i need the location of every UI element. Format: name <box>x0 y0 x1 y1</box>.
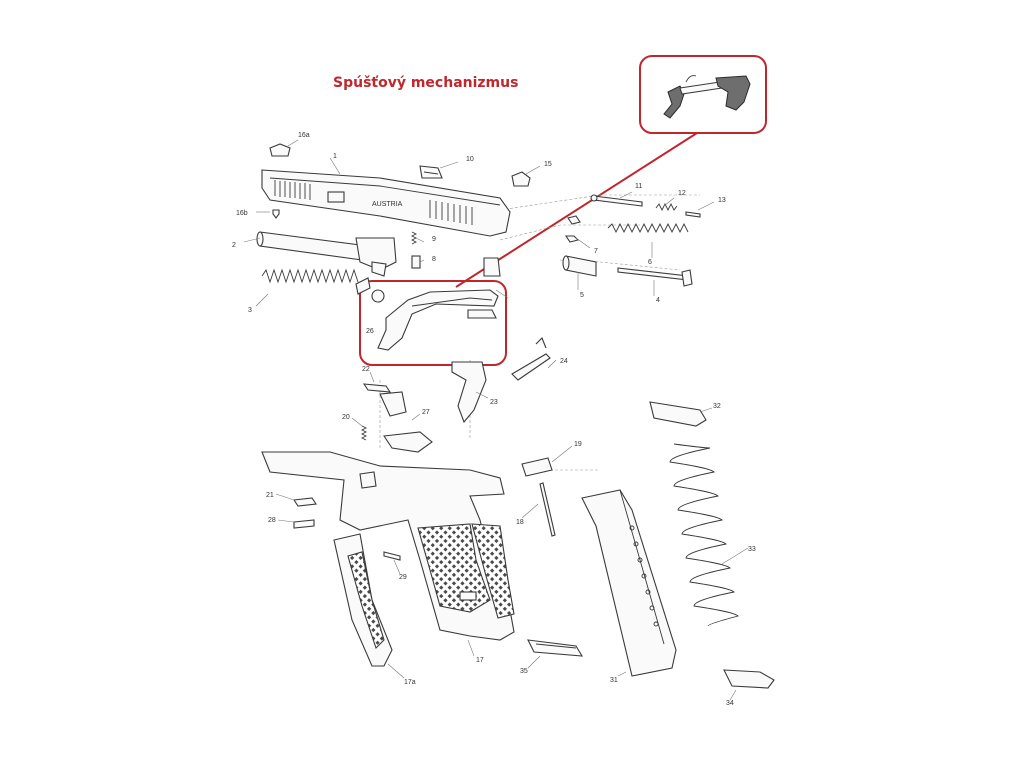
callout-6: 6 <box>648 259 652 266</box>
callout-16a: 16a <box>298 132 310 139</box>
part-23-trigger-housing <box>451 361 487 424</box>
callout-29: 29 <box>399 574 407 581</box>
part-22-slide-lock <box>362 383 392 393</box>
callout-26: 26 <box>366 328 374 335</box>
part-34-insert <box>723 669 775 689</box>
slide-engraving: AUSTRIA <box>372 201 403 208</box>
callout-13: 13 <box>718 197 726 204</box>
part-8-spacer <box>411 255 421 269</box>
part-5-spring-tube <box>562 255 597 277</box>
callout-7: 7 <box>594 248 598 255</box>
part-19-mag-catch <box>521 457 553 477</box>
callout-33: 33 <box>748 546 756 553</box>
callout-31: 31 <box>610 677 618 684</box>
trigger-mechanism-inset <box>639 55 767 134</box>
part-13-pin <box>685 211 701 218</box>
callout-labels: 1 16a 16b 10 15 11 12 13 2 9 8 7 6 5 4 3… <box>232 132 756 707</box>
callout-21: 21 <box>266 492 274 499</box>
callout-18: 18 <box>516 519 524 526</box>
slide-logo-plate <box>327 191 345 203</box>
callout-17a: 17a <box>404 679 416 686</box>
part-18-rod <box>539 482 556 537</box>
part-6-recoil-spring <box>607 222 689 234</box>
callout-17: 17 <box>476 657 484 664</box>
part-20-spring <box>360 425 368 441</box>
part-17a-backstrap <box>333 533 393 667</box>
callout-1: 1 <box>333 153 337 160</box>
part-35-floorplate <box>527 639 584 657</box>
trigger-highlight-frame <box>359 280 507 366</box>
part-7-detent <box>564 215 581 243</box>
part-12-spring <box>655 202 678 212</box>
callout-28: 28 <box>268 517 276 524</box>
part-1-slide: AUSTRIA <box>261 169 511 237</box>
inset-trigger-shoe <box>663 85 685 119</box>
callout-12: 12 <box>678 190 686 197</box>
callout-4: 4 <box>656 297 660 304</box>
frame-logo-plate <box>459 591 477 601</box>
part-2-barrel <box>256 231 397 277</box>
callout-24: 24 <box>560 358 568 365</box>
part-10-front-sight <box>419 165 443 179</box>
callout-2: 2 <box>232 242 236 249</box>
part-15-plunger <box>511 171 531 187</box>
part-4-guide-rod <box>617 267 693 287</box>
inset-highlight-frame <box>639 55 767 134</box>
part-27-block <box>379 391 433 453</box>
part-3-recoil-assembly <box>261 268 371 295</box>
assembly-guides <box>379 194 700 471</box>
callout-8: 8 <box>432 256 436 263</box>
part-11-firing-pin <box>590 194 643 207</box>
part-32-follower <box>649 401 707 427</box>
leader-lines <box>243 139 749 701</box>
callout-19: 19 <box>574 441 582 448</box>
callout-34: 34 <box>726 700 734 707</box>
callout-16b: 16b <box>236 210 248 217</box>
part-33-mag-spring <box>669 443 739 627</box>
part-26-trigger-assembly <box>371 289 499 351</box>
callout-11: 11 <box>635 183 642 190</box>
callout-10: 10 <box>466 156 474 163</box>
callout-35: 35 <box>520 668 528 675</box>
callout-20: 20 <box>342 414 350 421</box>
part-17-frame <box>261 451 515 641</box>
diagram-title: Spúšťový mechanizmus <box>333 75 518 91</box>
part-28-pin <box>293 519 315 529</box>
part-16a-rear-sight <box>269 143 291 157</box>
callout-9: 9 <box>432 236 436 243</box>
inset-trigger-housing <box>715 75 751 111</box>
part-21-pin <box>293 497 317 507</box>
callout-27: 27 <box>422 409 430 416</box>
part-29-pin <box>383 551 401 561</box>
callout-23: 23 <box>490 399 498 406</box>
callout-15: 15 <box>544 161 552 168</box>
callout-32: 32 <box>713 403 721 410</box>
inset-spring <box>685 75 697 83</box>
part-locking-block <box>483 257 501 277</box>
part-16b-screw <box>272 209 280 219</box>
callout-22: 22 <box>362 366 370 373</box>
part-24-connector <box>511 337 551 381</box>
part-9-spring <box>410 231 418 245</box>
callout-3: 3 <box>248 307 252 314</box>
part-31-magazine <box>581 489 677 677</box>
callout-5: 5 <box>580 292 584 299</box>
